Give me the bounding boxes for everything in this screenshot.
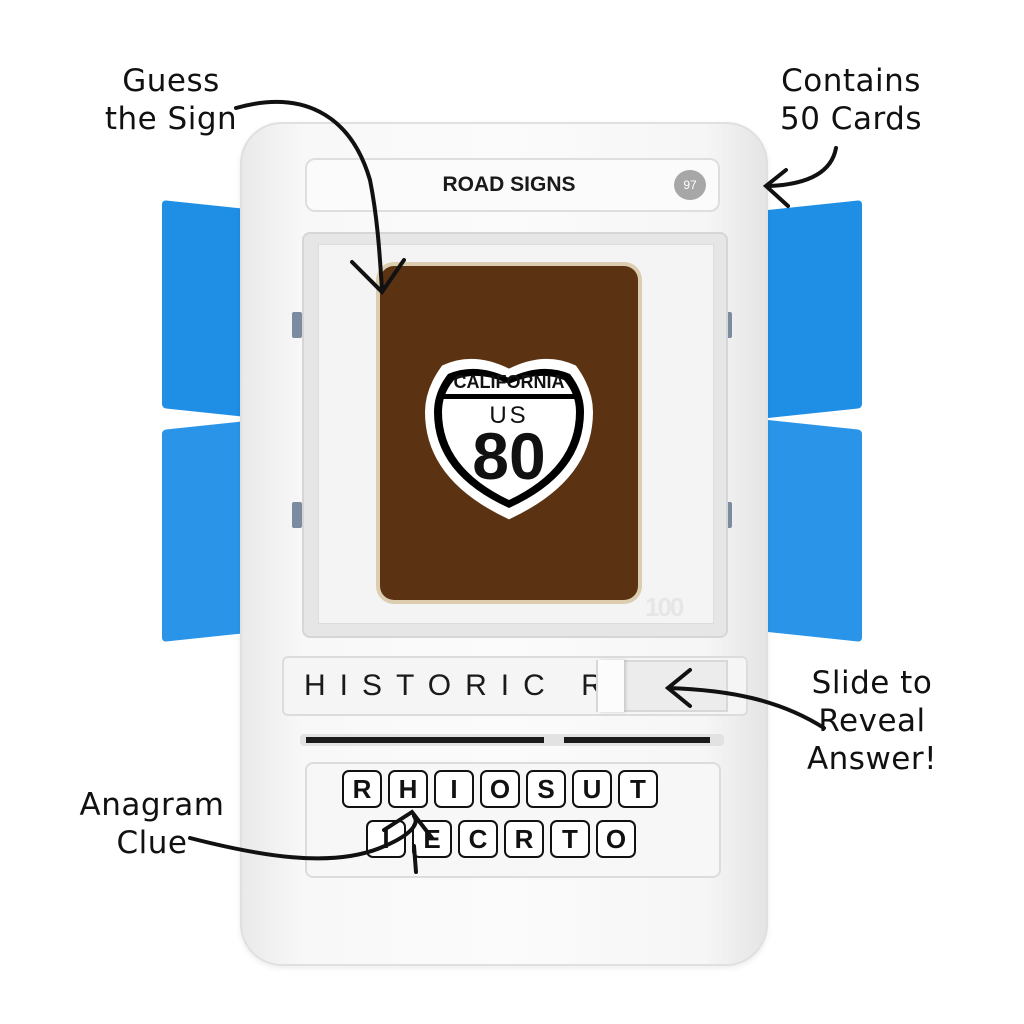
hinge-icon <box>292 502 302 528</box>
anagram-tile: U <box>572 770 612 808</box>
anagram-tile: T <box>550 820 590 858</box>
category-title: ROAD SIGNS <box>442 173 576 196</box>
anagram-tile: R <box>342 770 382 808</box>
answer-word-dash <box>564 737 710 743</box>
anagram-tile: R <box>504 820 544 858</box>
shield-state-label: CALIFORNIA <box>453 372 565 392</box>
anagram-tile: T <box>618 770 658 808</box>
shield-route-label: US <box>489 402 529 429</box>
anagram-tile: I <box>434 770 474 808</box>
hinge-icon <box>292 312 302 338</box>
anagram-tile: H <box>388 770 428 808</box>
reveal-slider-handle[interactable] <box>598 660 624 712</box>
annotation-anagram-clue: Anagram Clue <box>79 787 225 861</box>
annotation-slide-to-reveal: Slide to Reveal Answer! <box>806 665 938 777</box>
us-route-shield-icon <box>424 358 594 520</box>
anagram-tile: O <box>480 770 520 808</box>
annotation-contains-cards: Contains 50 Cards <box>780 63 922 137</box>
answer-revealed-text: HISTORIC R <box>304 669 596 702</box>
answer-word-dash <box>306 737 544 743</box>
card-number-badge: 97 <box>674 170 706 200</box>
anagram-tile: O <box>596 820 636 858</box>
anagram-tile: C <box>458 820 498 858</box>
brand-logo: 100 <box>645 592 684 622</box>
anagram-tile: S <box>526 770 566 808</box>
shield-route-number: 80 <box>472 419 546 493</box>
annotation-guess-the-sign: Guess the Sign <box>104 63 238 137</box>
